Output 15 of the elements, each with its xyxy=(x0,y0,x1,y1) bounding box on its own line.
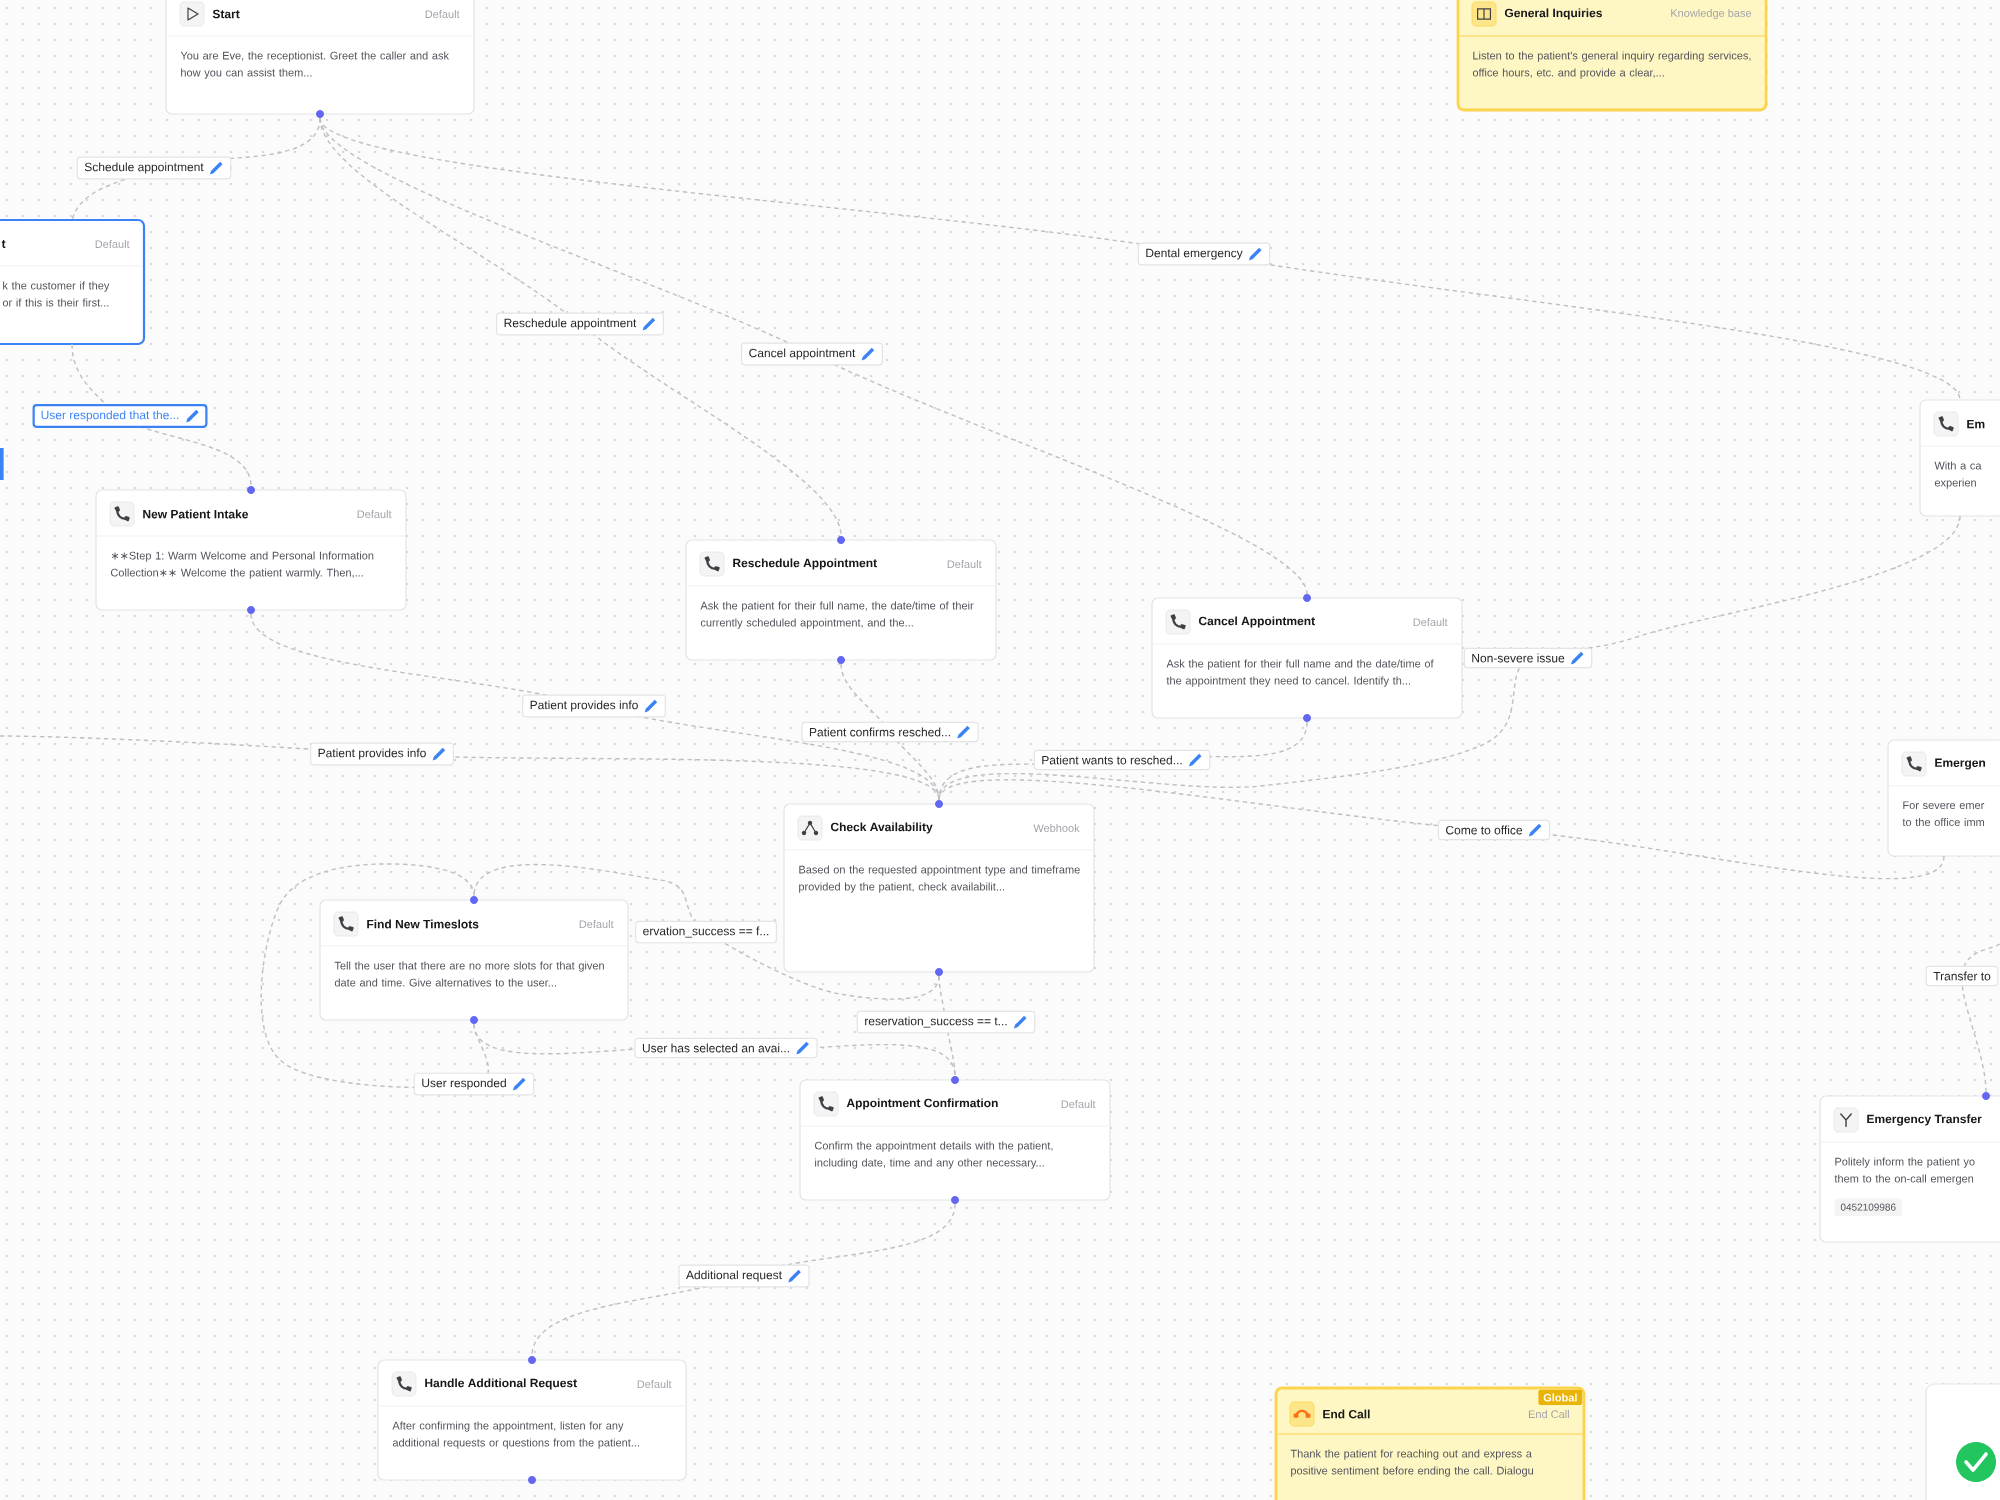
connector xyxy=(938,515,1961,801)
flow-node-card xyxy=(0,218,146,346)
connector xyxy=(938,779,1945,880)
connector xyxy=(319,117,842,537)
toast-card xyxy=(1925,1383,2000,1500)
connector xyxy=(473,863,940,1000)
connector xyxy=(938,975,956,1077)
connector xyxy=(319,117,1308,595)
flow-node-card xyxy=(1919,399,2000,517)
connector xyxy=(260,863,490,1089)
connector xyxy=(1961,943,2000,1093)
flow-node-card xyxy=(1887,739,2000,857)
flow-node-card xyxy=(1456,0,1768,112)
connector xyxy=(319,117,1961,401)
flow-node-card xyxy=(1274,1386,1586,1500)
